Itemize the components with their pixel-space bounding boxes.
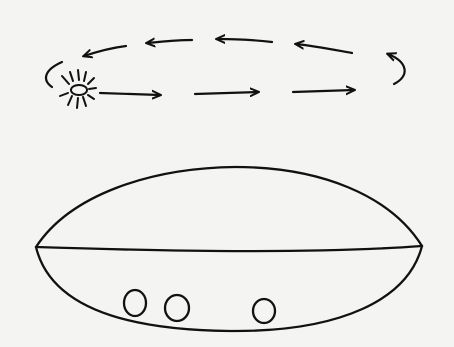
light-source-icon [60, 70, 96, 108]
window-middle [165, 295, 189, 321]
orbit-arrows [46, 39, 405, 95]
window-right [253, 299, 275, 323]
window-left [124, 290, 146, 316]
saucer-shape [36, 167, 422, 331]
